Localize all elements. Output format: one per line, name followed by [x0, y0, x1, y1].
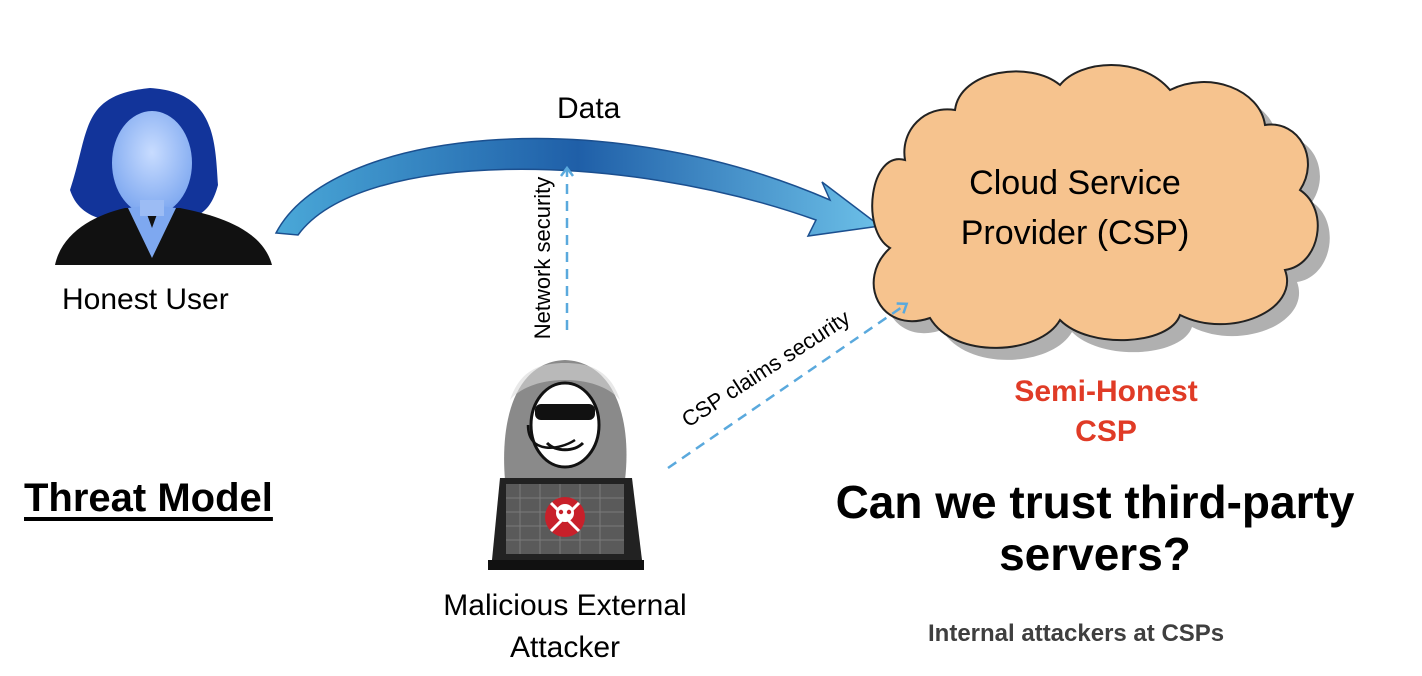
semi-honest-line1: Semi-Honest: [1014, 375, 1198, 408]
trust-question: Can we trust third-party servers?: [835, 476, 1355, 580]
semi-honest-line2: CSP: [1075, 415, 1137, 448]
threat-model-title: Threat Model: [24, 476, 273, 520]
semi-honest-label: Semi-Honest CSP: [990, 372, 1222, 452]
csp-claims-arrow: [667, 302, 909, 470]
female-user-icon: [55, 88, 272, 265]
data-flow-arrow: [274, 137, 882, 237]
network-security-label: Network security: [530, 176, 555, 340]
cloud-label: Cloud Service Provider (CSP): [960, 164, 1190, 252]
data-label: Data: [557, 92, 621, 125]
attacker-label: Malicious External Attacker: [443, 589, 687, 664]
skull-crossbones-icon: [545, 497, 585, 537]
cloud-shape: [871, 64, 1330, 360]
internal-attackers-label: Internal attackers at CSPs: [928, 620, 1225, 647]
hooded-hacker-icon: [488, 360, 644, 570]
honest-user-label: Honest User: [62, 283, 229, 316]
